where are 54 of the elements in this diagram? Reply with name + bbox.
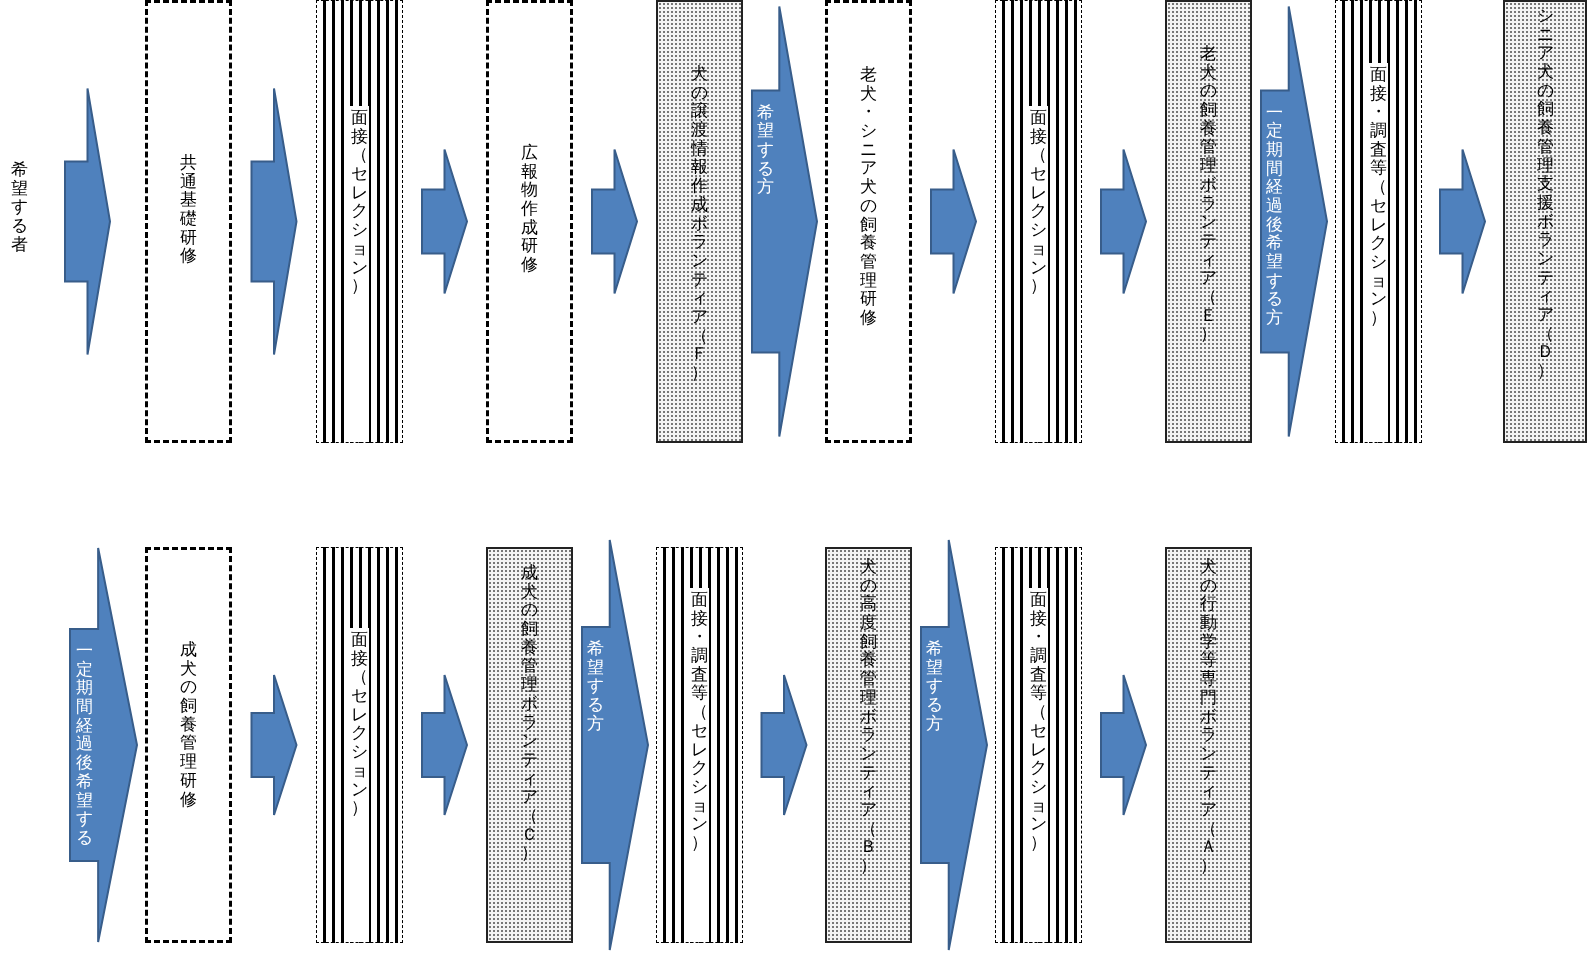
block-arrow <box>250 87 298 356</box>
block-arrow <box>1100 674 1148 816</box>
interview-box <box>1335 0 1422 443</box>
volunteer-box <box>656 0 743 443</box>
node-label: 犬の行動学等専門ボランティア（Ａ） <box>1200 557 1217 877</box>
training-box <box>145 547 232 943</box>
training-box <box>145 0 232 443</box>
block-arrow <box>64 87 111 356</box>
interview-box <box>995 547 1082 943</box>
block-arrow <box>760 674 808 816</box>
block-arrow <box>920 539 988 951</box>
block-arrow <box>250 674 298 816</box>
block-arrow <box>1100 148 1148 295</box>
block-arrow <box>421 674 469 816</box>
node-label: 面接（セレクション） <box>1029 106 1048 442</box>
volunteer-box <box>1503 0 1587 443</box>
node-label: 広報物作成研修 <box>521 143 538 277</box>
edge-label: 一定期間経過後希望する方 <box>1266 102 1284 327</box>
block-arrow <box>751 5 818 438</box>
block-arrow <box>1260 5 1328 438</box>
block-arrow <box>581 539 649 951</box>
block-arrow <box>1439 148 1487 295</box>
node-label: 老犬の飼養管理ボランティア（Ｅ） <box>1200 44 1217 346</box>
training-box <box>486 0 573 443</box>
edge-label: 希望する方 <box>926 639 944 733</box>
node-label: シニア犬の飼養管理支援ボランティア（Ｄ） <box>1536 6 1554 383</box>
interview-box <box>995 0 1082 443</box>
interview-box <box>656 547 743 943</box>
block-arrow <box>591 148 639 295</box>
node-label: 老犬・シニア犬の飼養管理研修 <box>860 65 877 329</box>
node-label: 希望する者 <box>10 160 28 256</box>
node-label: 面接・調査等（セレクション） <box>1369 63 1388 442</box>
volunteer-box <box>1165 0 1252 443</box>
interview-box <box>316 0 403 443</box>
interview-box <box>316 547 403 943</box>
node-label: 面接（セレクション） <box>350 106 369 442</box>
node-label: 成犬の飼養管理研修 <box>180 640 197 811</box>
node-label: 面接・調査等（セレクション） <box>690 588 709 942</box>
edge-label: 一定期間経過後希望する <box>75 641 93 847</box>
node-label: 成犬の飼養管理ボランティア（Ｃ） <box>521 563 538 865</box>
block-arrow <box>421 148 469 295</box>
node-label: 犬の譲渡情報作成ボランティア（Ｆ） <box>691 64 708 384</box>
block-arrow <box>69 547 138 943</box>
block-arrow <box>930 148 978 295</box>
edge-label: 希望する方 <box>587 639 605 733</box>
volunteer-box <box>486 547 573 943</box>
volunteer-box <box>825 547 912 943</box>
training-box <box>825 0 912 443</box>
edge-label: 希望する方 <box>757 102 775 196</box>
node-label: 面接・調査等（セレクション） <box>1029 588 1048 942</box>
node-label: 共通基礎研修 <box>180 153 197 268</box>
node-label: 犬の高度飼養管理ボランティア（Ｂ） <box>860 557 877 877</box>
node-label: 面接（セレクション） <box>350 628 369 942</box>
volunteer-box <box>1165 547 1252 943</box>
